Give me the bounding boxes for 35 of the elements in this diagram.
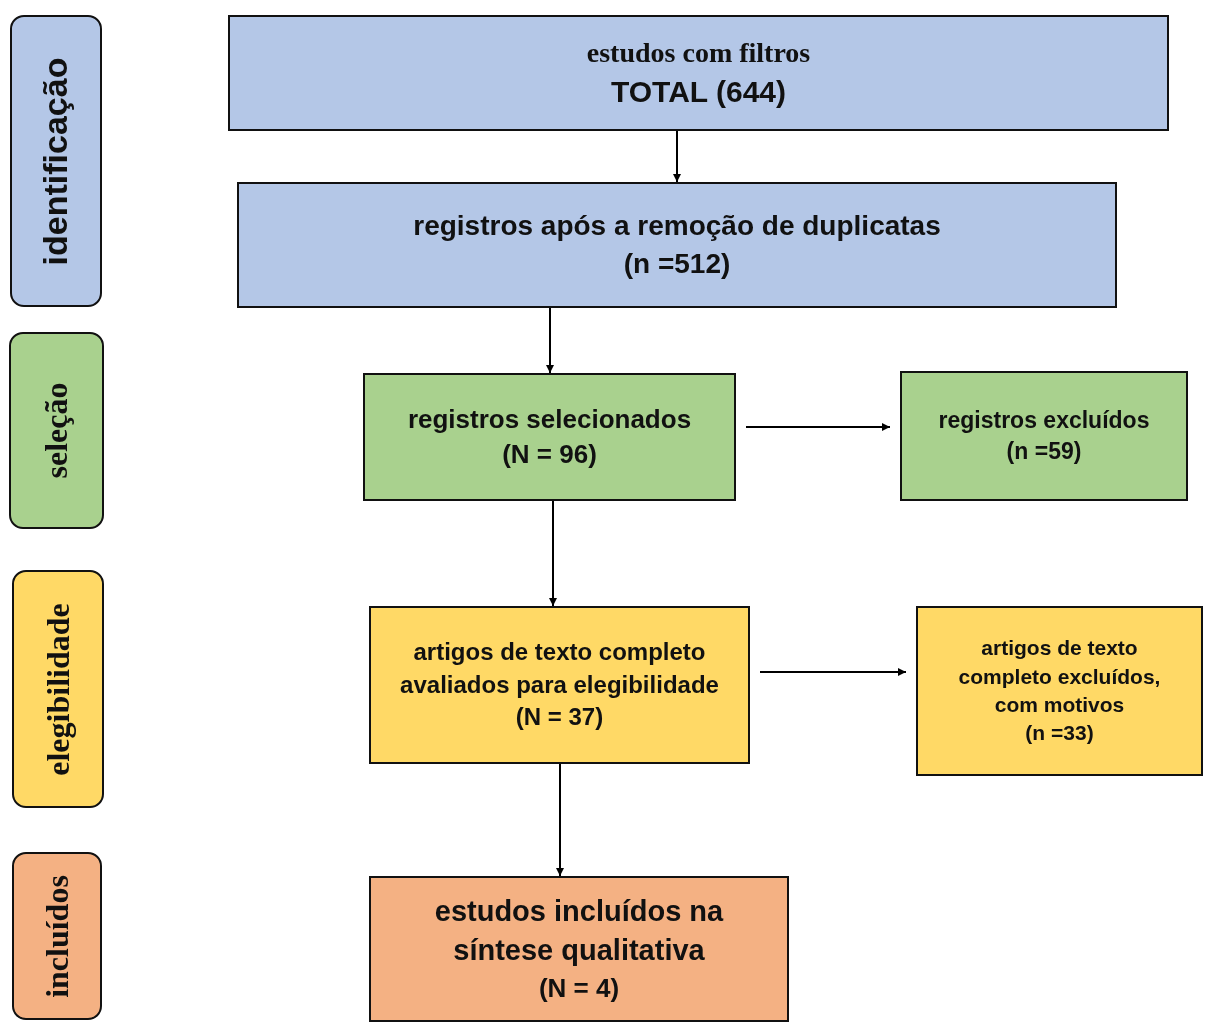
- arrow: [759, 668, 907, 676]
- box-heading: artigos de texto completo excluídos, com motivos: [957, 635, 1162, 718]
- box-heading: registros após a remoção de duplicatas: [413, 209, 941, 244]
- process-box: [369, 606, 750, 764]
- phase-label: identificação: [36, 57, 76, 265]
- arrow: [556, 763, 564, 877]
- box-heading: registros excluídos: [938, 405, 1150, 435]
- phase-label-box: [10, 15, 102, 307]
- process-box: [369, 876, 789, 1022]
- process-box: [363, 373, 736, 501]
- count-text: (n =512): [623, 247, 731, 281]
- count-text: (N = 4): [538, 971, 620, 1005]
- process-box: [228, 15, 1169, 131]
- arrow: [546, 307, 554, 374]
- phase-label: elegibilidade: [39, 602, 77, 776]
- process-box: [900, 371, 1188, 501]
- count-text: (N = 37): [515, 702, 604, 733]
- arrow: [673, 130, 681, 183]
- phase-label-box: [9, 332, 104, 529]
- phase-label: incluídos: [38, 874, 76, 998]
- box-heading: estudos incluídos na síntese qualitativa: [433, 894, 725, 969]
- process-box: [916, 606, 1203, 776]
- phase-label-box: [12, 852, 102, 1020]
- count-text: (n =59): [1006, 437, 1082, 466]
- phase-label: seleção: [38, 382, 75, 479]
- count-text: (n =33): [1025, 720, 1094, 747]
- arrow: [745, 423, 891, 431]
- count-text: TOTAL (644): [610, 73, 786, 110]
- process-box: [237, 182, 1117, 308]
- arrow: [549, 500, 557, 607]
- box-heading: registros selecionados: [407, 402, 692, 436]
- count-text: (N = 96): [502, 438, 597, 471]
- box-heading: estudos com filtros: [586, 35, 811, 70]
- phase-label-box: [12, 570, 104, 808]
- box-heading: artigos de texto completo avaliados para elegibilidade: [399, 637, 720, 700]
